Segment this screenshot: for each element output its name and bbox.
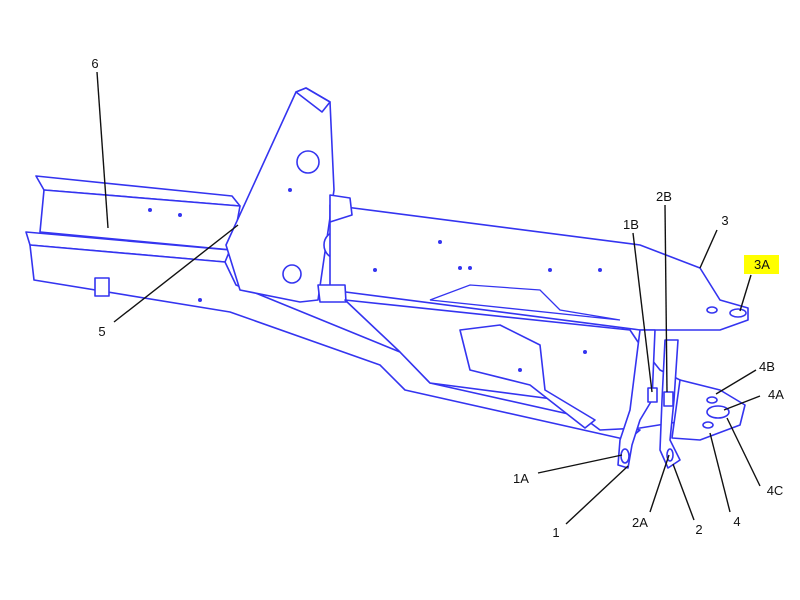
callout-2a: 2A [632,515,648,530]
callout-3: 3 [721,213,728,228]
callout-4b: 4B [759,359,775,374]
callout-5: 5 [98,324,105,339]
callout-1a: 1A [513,471,529,486]
callout-6: 6 [91,56,98,71]
leader-lines [96,71,761,525]
callout-3a: 3A [754,257,770,272]
callout-2b: 2B [656,189,672,204]
callout-3a-highlight [744,255,779,274]
frame-drawing [25,87,749,469]
callout-4: 4 [733,514,740,529]
callout-1: 1 [552,525,559,540]
callout-2: 2 [695,522,702,537]
callout-4a: 4A [768,387,784,402]
callout-1b: 1B [623,217,639,232]
callout-4c: 4C [767,483,784,498]
callouts: 6 5 1B 2B 3 3A 4B 4A 4C 4 2 2A 1 1A [91,56,784,540]
